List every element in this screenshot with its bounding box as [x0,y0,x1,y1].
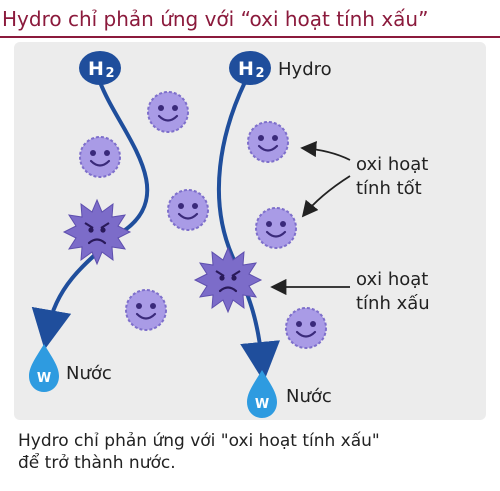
bad-oxygen-1 [62,198,132,266]
bad-oxygen-label-line2: tính xấu [356,293,430,314]
caption-line-2: để trở thành nước. [18,453,176,473]
good-oxygen-pointer-2 [301,175,351,218]
good-oxygen-5 [255,207,297,249]
svg-text:W: W [255,397,269,412]
good-oxygen-label-line1: oxi hoạt [356,154,428,175]
svg-text:H: H [88,58,104,80]
hydrogen-molecule-left: H 2 [79,51,121,85]
good-oxygen-6 [125,289,167,331]
caption: Hydro chỉ phản ứng với "oxi hoạt tính xấ… [18,430,488,474]
hydrogen-molecule-right: H 2 [229,51,271,85]
water-label-right: Nước [286,386,332,407]
bad-oxygen-label-line1: oxi hoạt [356,269,428,290]
hydro-label: Hydro [278,59,332,80]
water-drop-left: W [29,344,59,392]
good-oxygen-1 [147,91,189,133]
diagram-title: Hydro chỉ phản ứng với “oxi hoạt tính xấ… [2,7,429,31]
svg-text:2: 2 [105,66,114,81]
svg-text:H: H [238,58,254,80]
good-oxygen-7 [285,307,327,349]
bad-oxygen-2 [193,246,263,314]
good-oxygen-3 [247,121,289,163]
svg-text:2: 2 [255,66,264,81]
good-oxygen-2 [79,136,121,178]
hydro-path-left [31,81,150,350]
water-drop-right: W [247,370,277,418]
hydro-path-right [216,81,281,382]
caption-line-1: Hydro chỉ phản ứng với "oxi hoạt tính xấ… [18,431,380,451]
water-label-left: Nước [66,363,112,384]
good-oxygen-pointer-1 [300,140,351,161]
good-oxygen-4 [167,189,209,231]
good-oxygen-label-line2: tính tốt [356,178,422,199]
title-underline [0,36,500,38]
svg-text:W: W [37,371,51,386]
